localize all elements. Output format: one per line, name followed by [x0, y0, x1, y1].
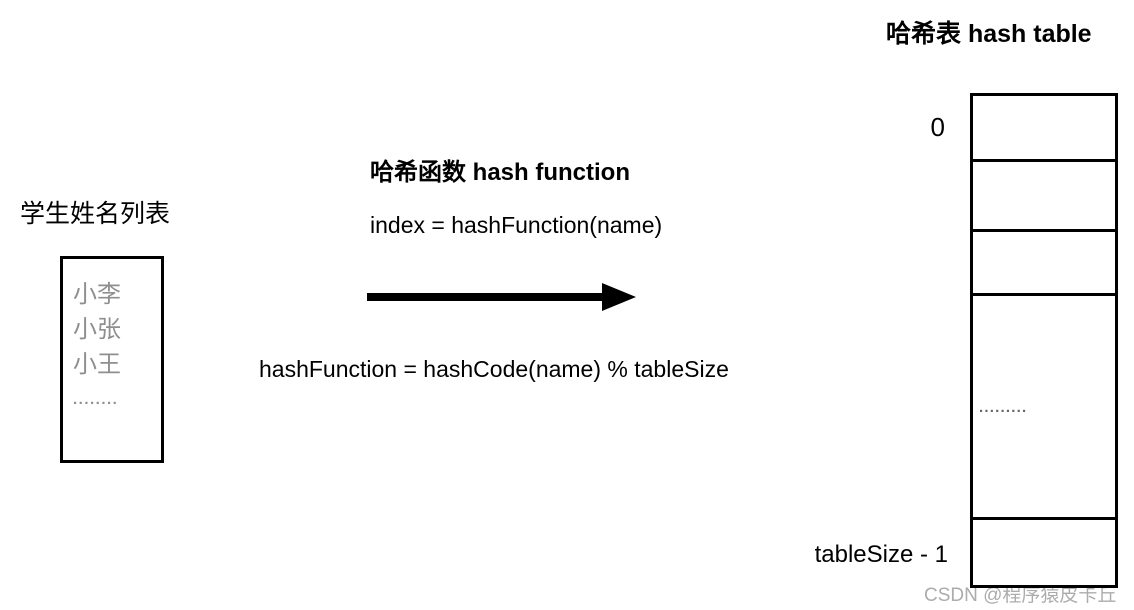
- arrow-right-icon: [367, 293, 609, 301]
- watermark: CSDN @程序猿皮卡丘: [924, 585, 1117, 606]
- student-name: 小王: [73, 351, 121, 378]
- hash-table-first-index-label: 0: [930, 112, 945, 142]
- hash-table-cell: [973, 162, 1115, 232]
- student-list-ellipsis: ........: [73, 391, 119, 408]
- student-name: 小李: [73, 281, 121, 308]
- hash-function-heading: 哈希函数 hash function: [370, 159, 630, 186]
- hash-table-cell: .........: [973, 296, 1115, 520]
- hash-table-cell: [973, 232, 1115, 296]
- hash-table-array: .........: [970, 93, 1118, 588]
- index-formula: index = hashFunction(name): [370, 212, 663, 238]
- hash-table-last-index-label: tableSize - 1: [814, 541, 948, 568]
- arrow-right-icon-head: [602, 283, 636, 311]
- student-list-box: 小李 小张 小王 ........: [60, 256, 164, 463]
- student-name: 小张: [73, 316, 121, 343]
- diagram-title: 哈希表 hash table: [886, 20, 1092, 48]
- hash-table-cell: [973, 520, 1115, 585]
- hash-table-cell: [973, 96, 1115, 162]
- hash-table-ellipsis: .........: [979, 399, 1028, 416]
- student-list-label: 学生姓名列表: [20, 200, 171, 228]
- hash-function-formula: hashFunction = hashCode(name) % tableSiz…: [259, 356, 729, 382]
